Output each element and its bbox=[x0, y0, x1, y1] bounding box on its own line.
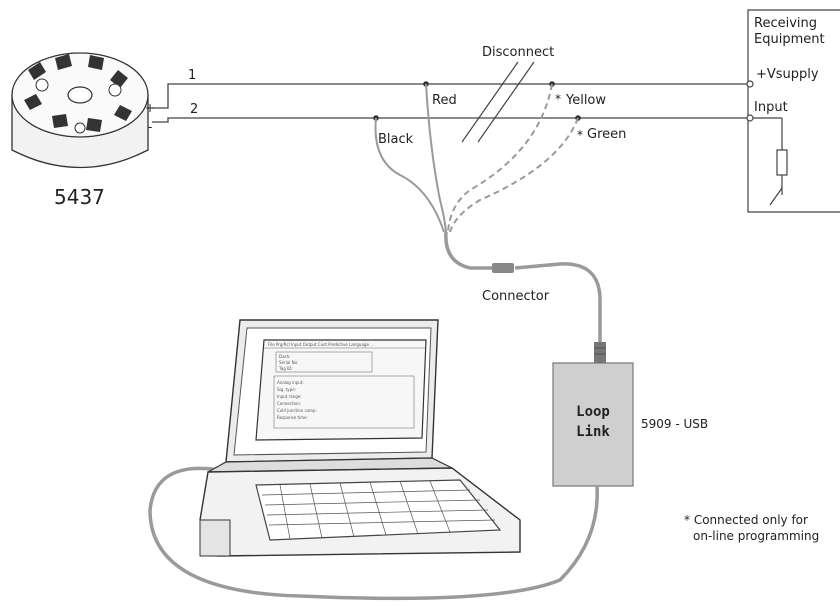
input-label: Input bbox=[754, 100, 788, 115]
black-label: Black bbox=[378, 132, 414, 147]
device-model-label: 5437 bbox=[54, 185, 105, 209]
screen-row-2: Serial No: bbox=[279, 360, 298, 365]
green-label: Green bbox=[587, 127, 626, 142]
screen-row-7: Connection: bbox=[277, 401, 301, 406]
yellow-asterisk: * bbox=[555, 92, 561, 106]
wire-1-label: 1 bbox=[188, 68, 196, 83]
looplink-title-1: Loop bbox=[576, 404, 610, 420]
screen-row-1: Dash: bbox=[279, 354, 291, 359]
connector-icon bbox=[492, 263, 514, 273]
receiving-equipment-box: Receiving Equipment +Vsupply Input bbox=[747, 9, 840, 213]
screen-row-9: Response time: bbox=[277, 415, 308, 420]
looplink-title-2: Link bbox=[576, 424, 610, 440]
connector-label: Connector bbox=[482, 289, 550, 304]
programming-leads bbox=[374, 83, 602, 348]
terminal-minus: - bbox=[148, 120, 152, 134]
receiving-title-2: Equipment bbox=[754, 32, 825, 47]
terminal-plus: + bbox=[145, 101, 155, 115]
screen-row-3: Tag ID: bbox=[278, 366, 293, 371]
green-asterisk: * bbox=[577, 128, 583, 142]
screen-menu: File Prg/Rcl Input Output Cust.Predictiv… bbox=[268, 342, 374, 347]
screen-row-5: Sig. type: bbox=[277, 387, 296, 392]
footnote-line-2: on-line programming bbox=[693, 529, 819, 543]
transmitter-5437 bbox=[11, 52, 149, 169]
receiving-title-1: Receiving bbox=[754, 16, 817, 31]
yellow-label: Yellow bbox=[565, 93, 606, 108]
footnote-line-1: * Connected only for bbox=[684, 513, 808, 527]
screen-row-6: Input range: bbox=[277, 394, 302, 399]
disconnect-label: Disconnect bbox=[482, 45, 554, 60]
red-label: Red bbox=[432, 93, 457, 108]
vsupply-label: +Vsupply bbox=[756, 67, 819, 82]
looplink-model: 5909 - USB bbox=[641, 417, 708, 431]
usb-cable bbox=[148, 466, 599, 601]
laptop-icon: File Prg/Rcl Input Output Cust.Predictiv… bbox=[199, 319, 521, 557]
resistor-icon bbox=[776, 149, 788, 176]
screen-row-8: Cold junction comp: bbox=[277, 408, 317, 413]
looplink-box: Loop Link bbox=[552, 342, 634, 487]
wire-2-label: 2 bbox=[190, 102, 198, 117]
screen-row-4: Analog input: bbox=[277, 380, 304, 385]
